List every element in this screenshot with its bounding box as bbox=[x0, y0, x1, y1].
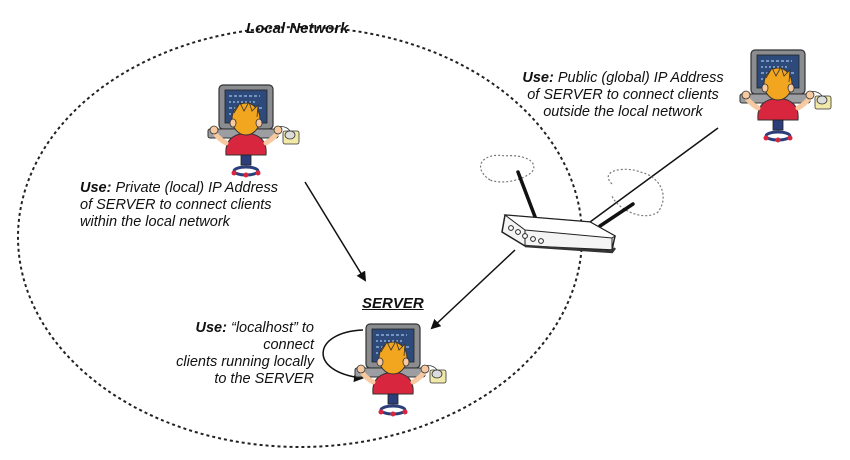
localhost-line-1: “localhost” to connect bbox=[230, 320, 314, 353]
private-line-1: Private (local) IP Address bbox=[115, 180, 278, 196]
local-client-computer-icon bbox=[208, 85, 299, 178]
localhost-label: Use: “localhost” to connect clients runn… bbox=[144, 320, 314, 388]
public-client-computer-icon bbox=[740, 50, 831, 143]
router-to-server-arrow bbox=[430, 249, 516, 330]
public-line-3: outside the local network bbox=[543, 104, 703, 120]
public-ip-label: Use: Public (global) IP Address of SERVE… bbox=[508, 70, 738, 121]
localhost-line-2: clients running locally bbox=[176, 354, 314, 370]
public-line-2: of SERVER to connect clients bbox=[527, 87, 719, 103]
localhost-loop-arrow bbox=[322, 329, 364, 383]
private-line-2: of SERVER to connect clients bbox=[80, 197, 272, 213]
localhost-line-3: to the SERVER bbox=[214, 371, 314, 387]
private-ip-label: Use: Private (local) IP Address of SERVE… bbox=[80, 180, 330, 231]
public-ip-line bbox=[589, 127, 719, 223]
private-use-keyword: Use: bbox=[80, 180, 112, 196]
private-ip-arrow bbox=[304, 181, 367, 282]
server-title: SERVER bbox=[362, 295, 424, 312]
router-icon bbox=[479, 154, 664, 254]
public-use-keyword: Use: bbox=[522, 70, 554, 86]
private-line-3: within the local network bbox=[80, 214, 230, 230]
public-line-1: Public (global) IP Address bbox=[557, 70, 724, 86]
server-computer-icon bbox=[355, 324, 446, 417]
localhost-use-keyword: Use: bbox=[195, 320, 227, 336]
local-network-title: Local Network bbox=[246, 20, 349, 37]
